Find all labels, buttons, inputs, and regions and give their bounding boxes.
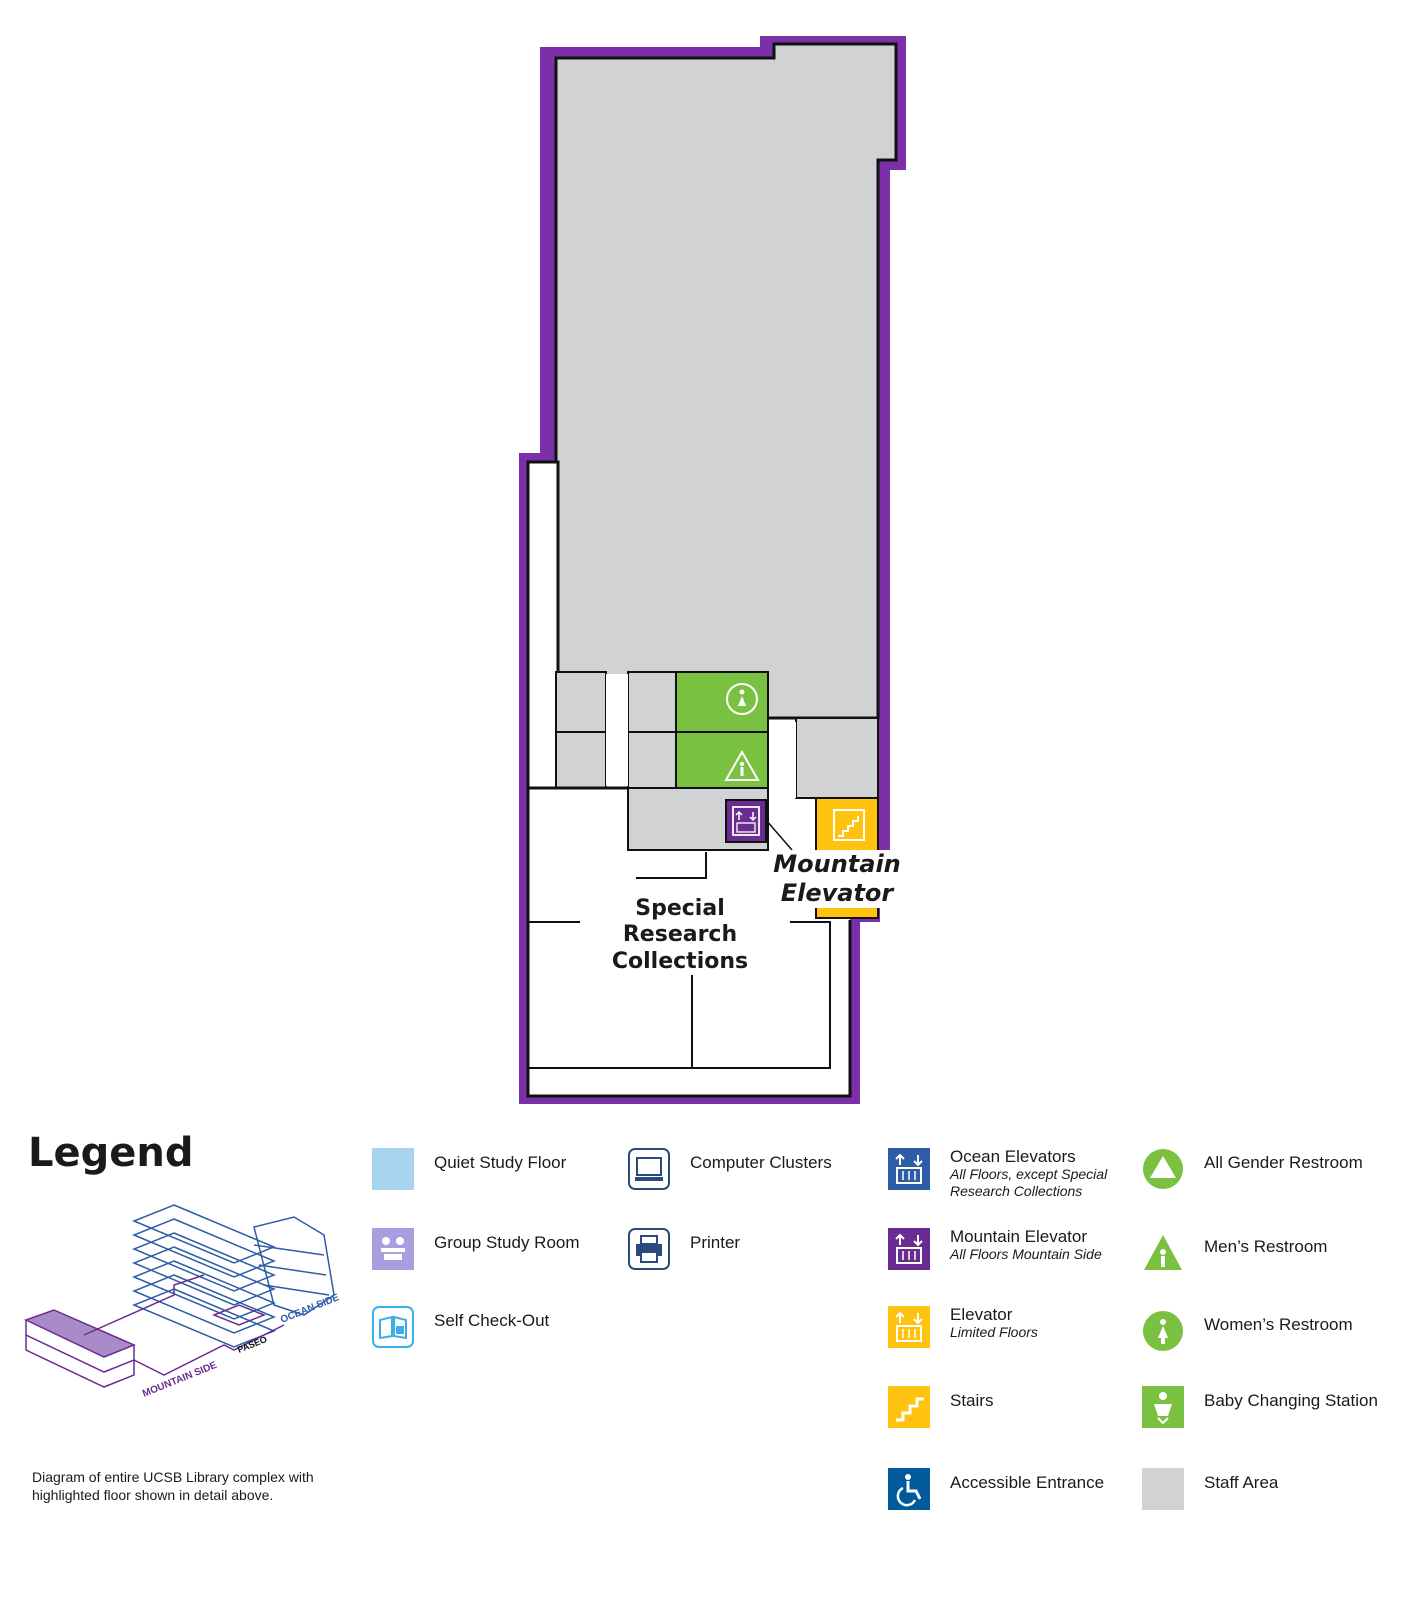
legend-sublabel: All Floors, except Special Research Coll… — [950, 1166, 1108, 1199]
staff-room — [795, 717, 879, 799]
self-checkout-icon — [372, 1306, 414, 1348]
legend-baby-changing-station: Baby Changing Station — [1142, 1386, 1378, 1428]
legend-group-study-room: Group Study Room — [372, 1228, 580, 1270]
mountain-elevator-line2: Elevator — [780, 878, 894, 907]
legend-label: Mountain Elevator — [950, 1227, 1088, 1246]
legend-label: Baby Changing Station — [1204, 1391, 1378, 1410]
legend-womens-restroom: Women’s Restroom — [1142, 1310, 1353, 1352]
legend-accessible-entrance: Accessible Entrance — [888, 1468, 1104, 1510]
staff-area-main — [554, 42, 898, 720]
legend-printer: Printer — [628, 1228, 740, 1270]
staff-room — [555, 731, 607, 789]
legend-sublabel: All Floors Mountain Side — [950, 1246, 1102, 1262]
legend-quiet-study-floor: Quiet Study Floor — [372, 1148, 566, 1190]
legend-label: All Gender Restroom — [1204, 1153, 1363, 1172]
staff-room — [627, 731, 677, 789]
womens-restroom-icon — [1143, 1311, 1183, 1351]
mens-restroom-icon — [724, 749, 760, 781]
complex-diagram-caption: Diagram of entire UCSB Library complex w… — [32, 1469, 314, 1503]
legend-label: Staff Area — [1204, 1473, 1279, 1492]
paseo-text: PASEO — [236, 1334, 268, 1355]
legend-label: Women’s Restroom — [1204, 1315, 1353, 1334]
mountain-elevator-icon — [888, 1228, 930, 1270]
legend-label: Computer Clusters — [690, 1153, 832, 1172]
legend-all-gender-restroom: All Gender Restroom — [1142, 1148, 1363, 1190]
west-corridor — [526, 460, 560, 790]
legend-label: Group Study Room — [434, 1233, 580, 1252]
staff-room — [627, 671, 677, 733]
special-research-line1: Special Research — [622, 896, 738, 948]
legend-label: Printer — [690, 1233, 741, 1252]
legend-mens-restroom: Men’s Restroom — [1142, 1232, 1327, 1274]
ocean-elevator-icon — [888, 1148, 930, 1190]
all-gender-restroom-icon — [1143, 1149, 1183, 1189]
staff-area-swatch-icon — [1142, 1468, 1184, 1510]
mountain-side-text: MOUNTAIN SIDE — [141, 1360, 219, 1400]
legend-label: Elevator — [950, 1305, 1013, 1324]
accessible-icon — [888, 1468, 930, 1510]
elevator-icon — [732, 806, 760, 836]
mountain-elevator-label: Mountain Elevator — [772, 850, 902, 908]
computer-icon — [628, 1148, 670, 1190]
quiet-study-swatch-icon — [372, 1148, 414, 1190]
stairs-icon — [888, 1386, 930, 1428]
floor-plan-map — [519, 36, 906, 1104]
legend-mountain-elevator: Mountain Elevator All Floors Mountain Si… — [888, 1228, 1102, 1270]
library-complex-diagram: MOUNTAIN SIDE OCEAN SIDE PASEO — [24, 1204, 341, 1400]
ocean-side-text: OCEAN SIDE — [279, 1292, 341, 1326]
legend-ocean-elevators: Ocean Elevators All Floors, except Speci… — [888, 1148, 1130, 1200]
mens-restroom-room — [675, 731, 769, 789]
legend-self-check-out: Self Check-Out — [372, 1306, 549, 1348]
legend-sublabel: Limited Floors — [950, 1324, 1038, 1340]
legend-staff-area: Staff Area — [1142, 1468, 1278, 1510]
legend-computer-clusters: Computer Clusters — [628, 1148, 832, 1190]
mountain-elevator-line1: Mountain — [773, 850, 901, 878]
legend-label: Ocean Elevators — [950, 1147, 1076, 1166]
womens-restroom-room — [675, 671, 769, 733]
stairs-icon — [833, 809, 865, 841]
legend-stairs: Stairs — [888, 1386, 993, 1428]
legend-label: Accessible Entrance — [950, 1473, 1105, 1492]
limited-elevator-icon — [888, 1306, 930, 1348]
legend-label: Men’s Restroom — [1204, 1237, 1328, 1256]
staff-room — [555, 671, 607, 733]
legend-label: Self Check-Out — [434, 1311, 550, 1330]
special-research-line2: Collections — [611, 948, 749, 974]
group-study-icon — [372, 1228, 414, 1270]
printer-icon — [628, 1228, 670, 1270]
legend-title: Legend — [28, 1130, 194, 1176]
legend-label: Stairs — [950, 1391, 994, 1410]
legend-label: Quiet Study Floor — [434, 1153, 567, 1172]
baby-changing-icon — [1142, 1386, 1184, 1428]
womens-restroom-icon — [726, 683, 758, 715]
mens-restroom-icon — [1144, 1235, 1182, 1270]
special-research-collections-label: Special Research Collections — [580, 896, 780, 976]
legend-elevator: Elevator Limited Floors — [888, 1306, 1038, 1348]
